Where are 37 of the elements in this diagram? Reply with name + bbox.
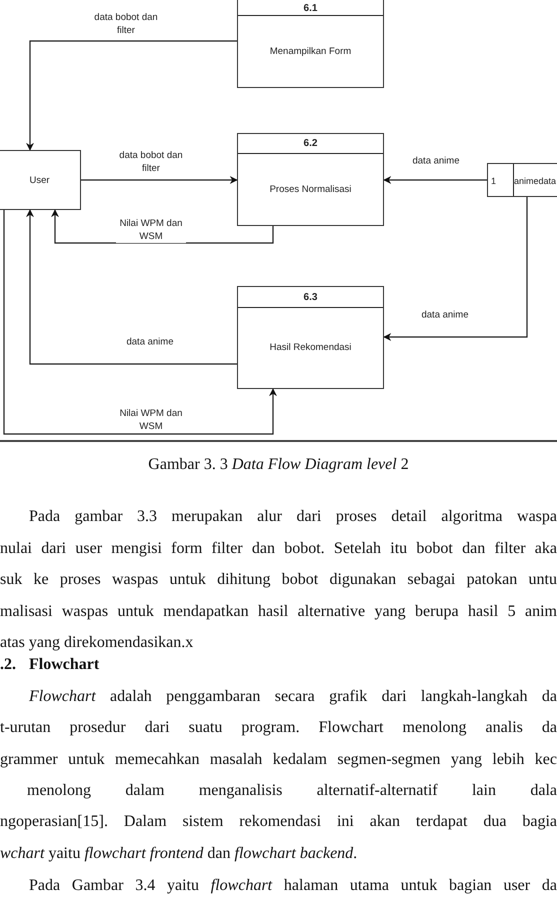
data-flow-arrow [383,176,487,184]
paragraph-line: Pada Gambar 3.4 yaitu flowchart halaman utama untuk bagian user da [29,876,557,896]
data-flow-arrow [51,209,274,244]
process-name: Hasil Rekomendasi [270,342,352,353]
edge-label: Nilai WPM dan WSM [116,217,186,243]
process-box [237,0,384,88]
data-flow-arrow [26,40,237,151]
data-flow-arrow [81,176,238,184]
paragraph-line: malisasi waspas untuk mendapatkan hasil alternative yang berupa hasil 5 anim [0,602,557,622]
paragraph-line: grammer untuk memecahkan masalah kedalam segmen-segmen yang lebih kec [0,750,557,770]
paragraph-line: ngoperasian[15]. Dalam sistem rekomendasi ini akan terdapat dua bagia [0,812,557,832]
process-box [237,286,384,389]
paragraph-line: Pada gambar 3.3 merupakan alur dari proses detail algoritma waspa [29,507,557,527]
paragraph-line: nulai dari user mengisi form filter dan bobot. Setelah itu bobot dan filter aka [0,539,557,559]
paragraph-line: Flowchart adalah penggambaran secara grafik dari langkah-langkah da [29,687,557,707]
paragraph-line: t-urutan prosedur dari suatu program. Flowchart menolong analis da [0,718,557,738]
data-flow-arrow [26,209,237,365]
section-number: .2. [0,655,16,675]
process-name: Menampilkan Form [270,46,352,56]
paragraph-line: wchart yaitu flowchart frontend dan flowchart backend. [0,844,358,864]
paragraph-line: menolong dalam menganalisis alternatif-alternatif lain dala [27,781,557,801]
process-name: Proses Normalisasi [270,184,352,194]
data-flow-arrow [3,210,277,435]
data-store [487,163,557,197]
paragraph-line: suk ke proses waspas untuk dihitung bobot digunakan sebagai patokan untu [0,570,557,590]
store-name: animedata [514,176,556,186]
figure-caption: Gambar 3. 3 Data Flow Diagram level 2 [147,455,410,475]
section-heading: Flowchart [29,655,100,675]
process-number: 6.2 [304,138,318,149]
store-id: 1 [491,176,496,186]
process-number: 6.1 [304,2,318,14]
process-number: 6.3 [304,292,318,302]
paragraph-line: atas yang direkomendasikan.x [0,633,194,653]
entity-name: User [29,174,50,186]
process-box [237,133,384,226]
external-entity-box [0,150,81,210]
data-flow-arrow [383,197,528,341]
